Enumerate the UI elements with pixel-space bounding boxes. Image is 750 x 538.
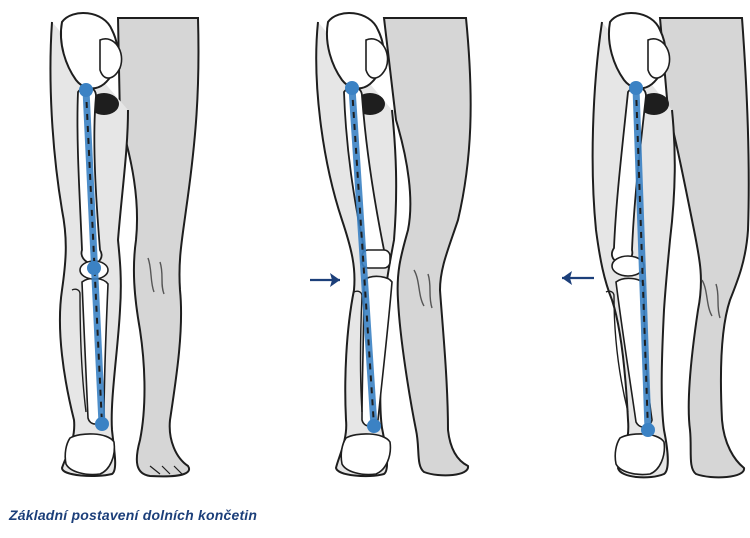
right-leg-silhouette [384,18,471,475]
figure-knee-inward [310,13,471,476]
right-leg-silhouette [118,18,199,476]
leg-alignment-illustration [0,0,750,500]
arrow-left-icon [562,271,594,285]
figure-caption: Základní postavení dolních končetin [9,507,257,523]
figure-normal [50,13,198,476]
right-leg-silhouette [660,18,749,477]
figure-knee-outward [562,13,749,477]
arrow-right-icon [310,273,340,287]
